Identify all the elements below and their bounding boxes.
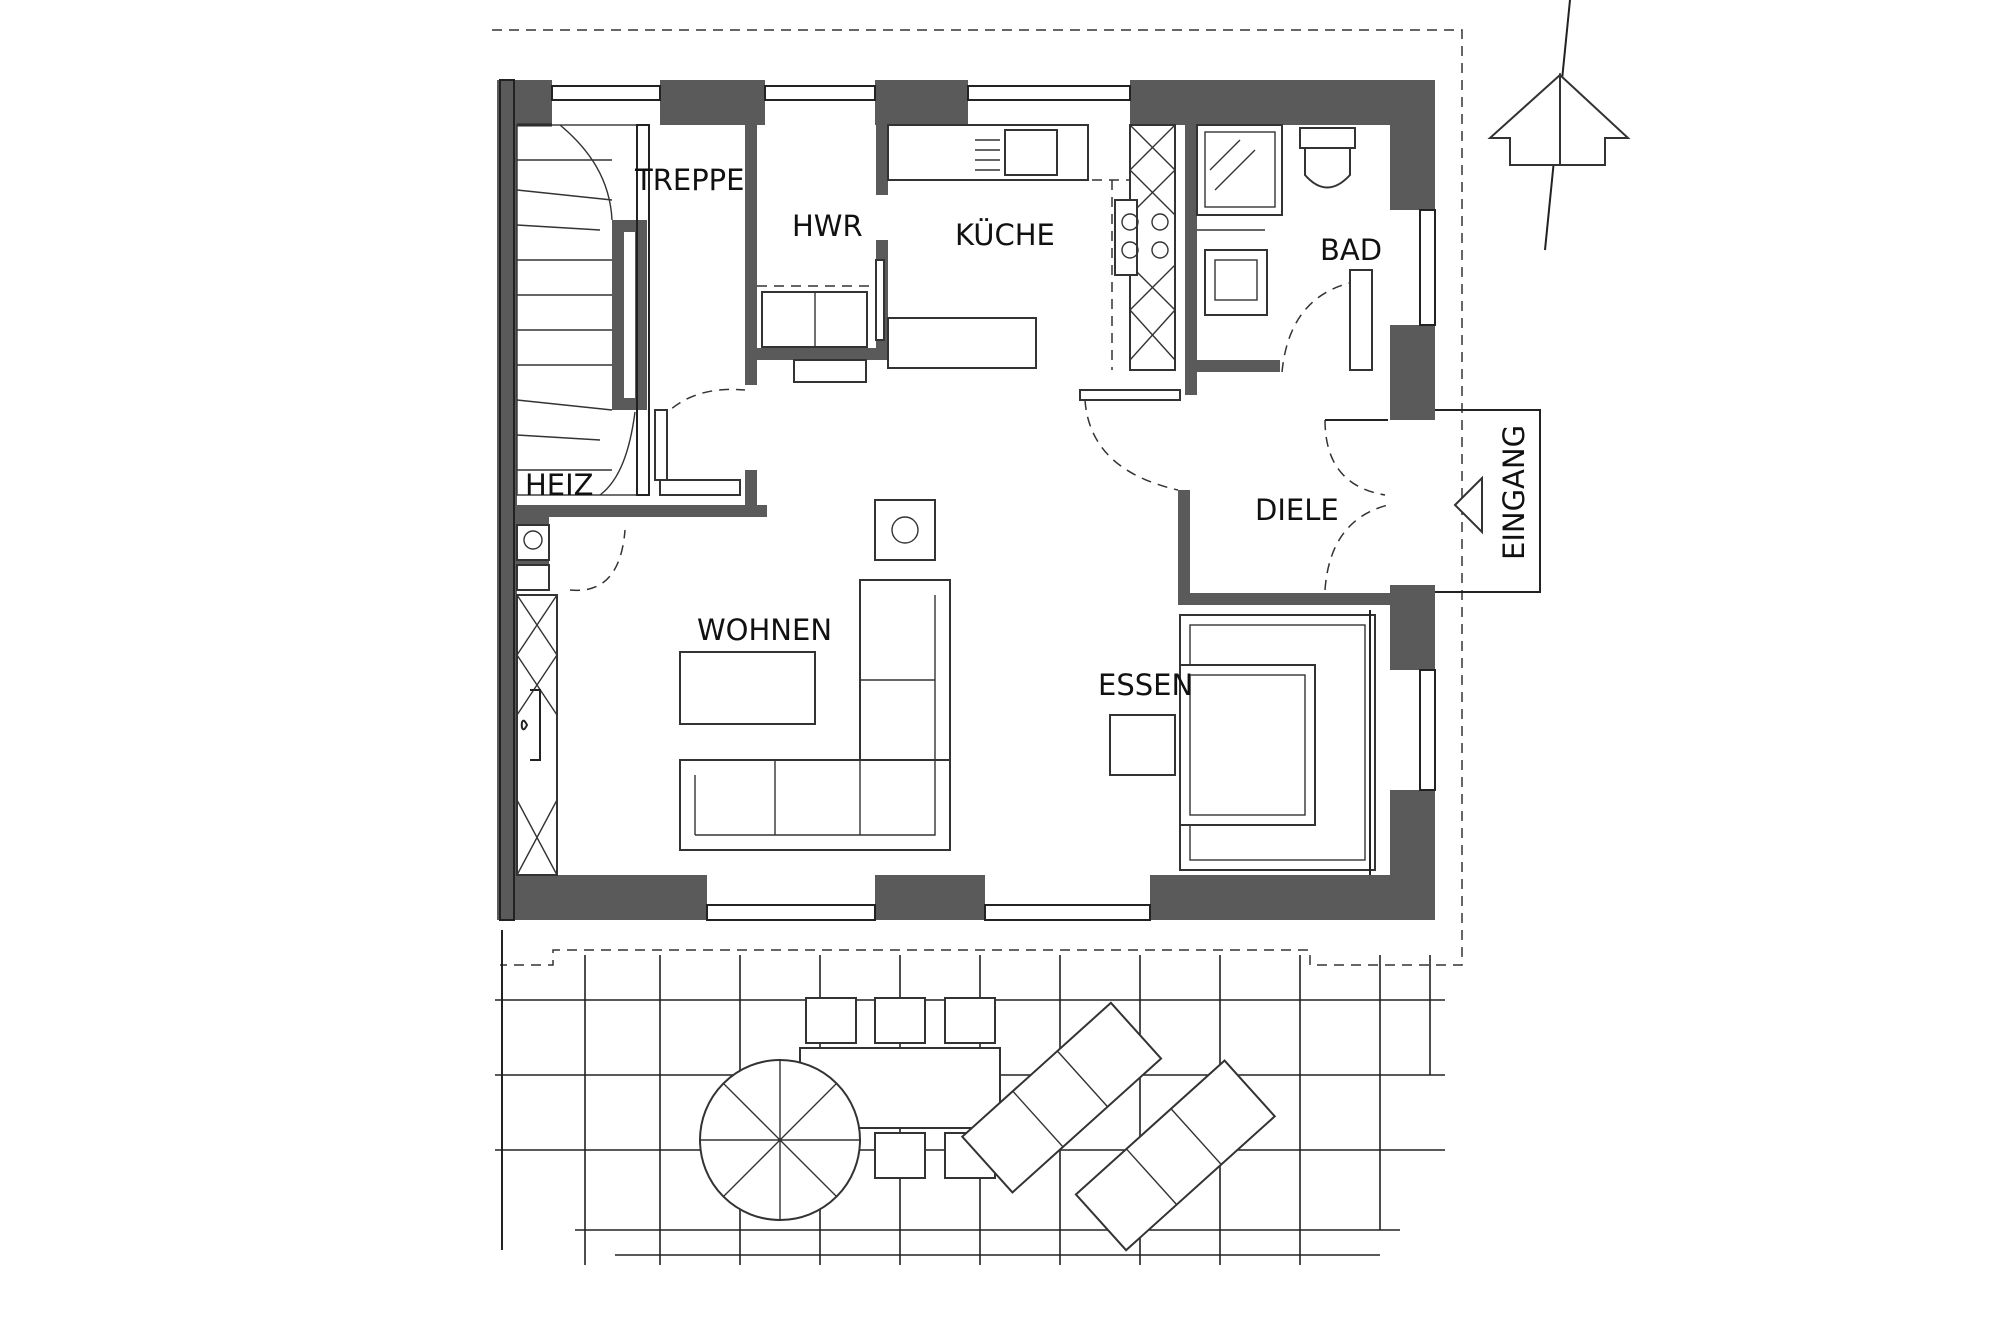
entrance-arrow-icon <box>1453 475 1483 535</box>
wall-cabinet <box>516 524 558 876</box>
room-label-wohnen: WOHNEN <box>697 613 832 647</box>
room-labels: TREPPE HWR KÜCHE BAD HEIZ DIELE WOHNEN E… <box>525 163 1382 702</box>
entrance-label: EINGANG <box>1497 425 1531 560</box>
living-furniture <box>679 499 951 851</box>
room-label-kueche: KÜCHE <box>955 218 1055 252</box>
room-label-diele: DIELE <box>1255 493 1339 527</box>
roof-outline <box>492 29 1463 966</box>
room-label-bad: BAD <box>1320 233 1382 267</box>
kitchen-fixtures <box>887 124 1176 371</box>
hwr-fixtures <box>757 259 885 383</box>
entrance: EINGANG <box>1435 409 1541 593</box>
room-label-heiz: HEIZ <box>525 468 594 502</box>
doors <box>569 388 1389 592</box>
staircase <box>516 124 650 496</box>
room-label-treppe: TREPPE <box>634 163 745 197</box>
room-label-hwr: HWR <box>792 209 863 243</box>
bathroom-fixtures <box>1196 124 1373 373</box>
dining-furniture <box>1109 610 1376 875</box>
terrace-furniture <box>699 997 1277 1252</box>
room-label-essen: ESSEN <box>1098 668 1193 702</box>
north-arrow-icon <box>1487 0 1631 251</box>
outer-walls <box>497 79 1436 921</box>
